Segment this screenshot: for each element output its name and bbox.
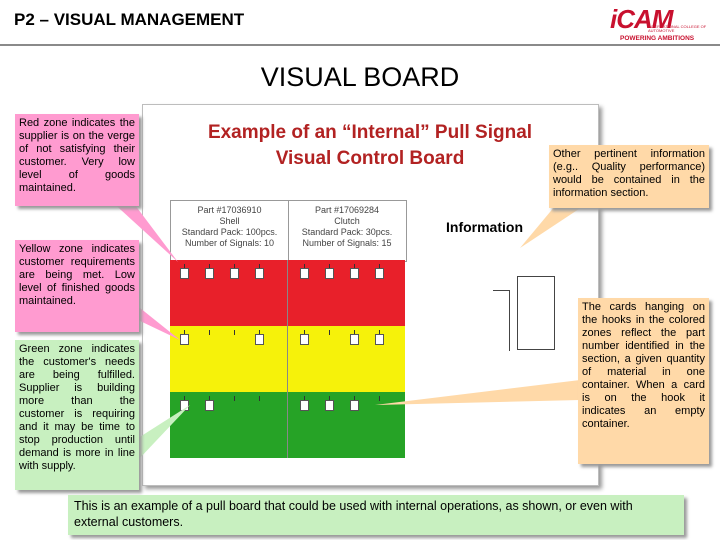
part-name: Clutch [334,216,360,226]
kanban-card [300,334,309,345]
hook [329,264,330,269]
part-column-2: Part #17069284 Clutch Standard Pack: 30p… [288,201,405,261]
hook [234,264,235,269]
hook [184,330,185,335]
hook [379,264,380,269]
hook [209,264,210,269]
kanban-card [325,400,334,411]
kanban-card [180,268,189,279]
information-label: Information [446,219,523,235]
icam-logo: iCAM INTERNATIONAL COLLEGE OF AUTOMOTIVE… [610,4,714,44]
slide-header-title: P2 – VISUAL MANAGEMENT [14,10,245,29]
hook [304,264,305,269]
signal-count: Number of Signals: 15 [302,238,392,248]
hook [379,330,380,335]
part-number: Part #17069284 [314,205,380,215]
kanban-card [255,334,264,345]
part-column-1: Part #17036910 Shell Standard Pack: 100p… [171,201,288,261]
signal-count: Number of Signals: 10 [184,238,275,248]
hook [379,396,380,401]
header-divider [0,44,720,46]
cards-callout-pointer [375,380,580,405]
red-callout-pointer [110,200,178,262]
kanban-card [255,268,264,279]
yellow-zone-callout: Yellow zone indicates customer requireme… [15,240,139,332]
hook [329,396,330,401]
kanban-card [350,268,359,279]
information-callout-pointer [520,200,585,248]
yellow-callout-pointer [130,300,180,340]
kanban-card [375,334,384,345]
hook [259,330,260,335]
part-number: Part #17036910 [197,205,262,215]
kanban-card [375,268,384,279]
hook [304,396,305,401]
kanban-card [300,400,309,411]
cards-callout: The cards hanging on the hooks in the co… [578,298,709,464]
hook [234,396,235,401]
hook [354,264,355,269]
kanban-card [300,268,309,279]
hook [329,330,330,335]
kanban-card [205,400,214,411]
information-callout: Other pertinent information (e.g.. Quali… [549,145,709,208]
green-callout-pointer [135,405,190,460]
kanban-card [325,268,334,279]
hook [354,396,355,401]
part-name: Shell [219,216,240,226]
kanban-card [350,400,359,411]
hook [304,330,305,335]
hook [259,396,260,401]
slide-main-title: VISUAL BOARD [260,62,460,92]
logo-wordmark: iCAM [610,4,673,34]
logo-tagline: POWERING AMBITIONS [620,35,695,42]
logo-subtitle: INTERNATIONAL COLLEGE OF AUTOMOTIVE [648,24,707,33]
standard-pack: Standard Pack: 100pcs. [181,227,278,237]
green-zone-callout: Green zone indicates the customer's need… [15,340,139,490]
board-title-line-1: Example of an “Internal” Pull Signal [207,122,533,143]
board-title-line-2: Visual Control Board [275,148,465,169]
hook [184,264,185,269]
zone-column-divider [287,260,288,458]
board-title: Example of an “Internal” Pull Signal Vis… [170,120,570,172]
kanban-card [350,334,359,345]
hook [209,396,210,401]
hook [209,330,210,335]
red-zone-callout: Red zone indicates the supplier is on th… [15,114,139,206]
hook [234,330,235,335]
information-panel [517,276,555,350]
hook [354,330,355,335]
kanban-card [180,334,189,345]
standard-pack: Standard Pack: 30pcs. [301,227,393,237]
hook [259,264,260,269]
footer-note: This is an example of a pull board that … [68,495,684,535]
kanban-card [205,268,214,279]
kanban-card [230,268,239,279]
hook [184,396,185,401]
information-bracket [493,290,510,351]
